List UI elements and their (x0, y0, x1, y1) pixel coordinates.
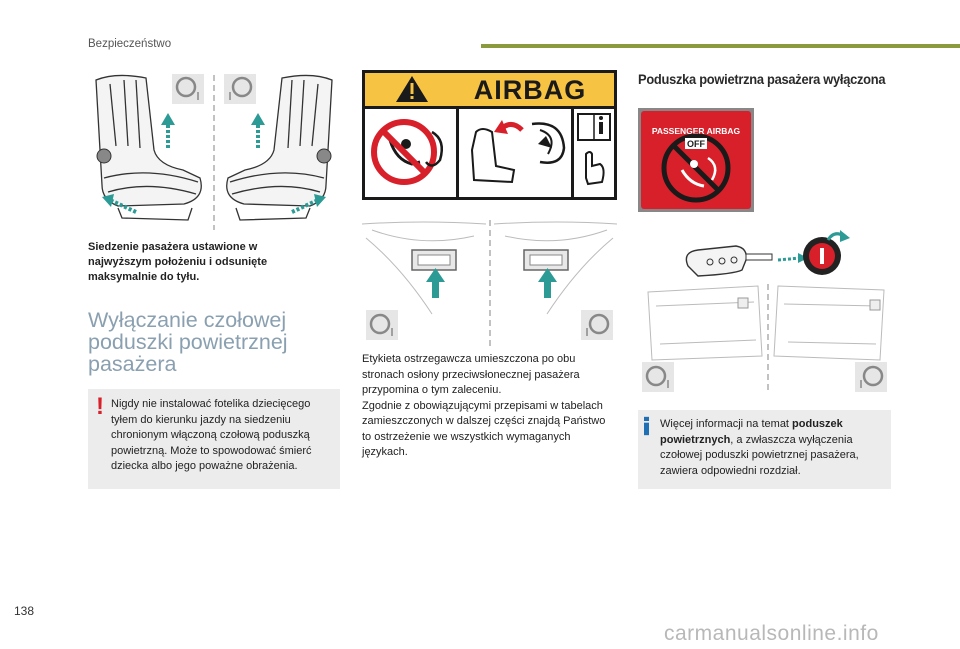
indicator-off-label: OFF (687, 139, 705, 149)
no-child-seat-icon (371, 119, 443, 185)
info-box (638, 410, 891, 489)
steering-wheel-icon (224, 74, 256, 104)
warning-box (88, 389, 340, 489)
key-switch-illustration (642, 230, 887, 392)
steering-wheel-icon (172, 74, 204, 104)
section-heading: Wyłączanie czołowej poduszki powietrznej… (88, 308, 288, 376)
label-description: Etykieta ostrzegawcza umieszczona po obu… (362, 353, 606, 458)
airbag-warning-label: AIRBAG (362, 70, 617, 200)
section-label: Bezpieczeństwo (88, 38, 172, 50)
info-suffix: , a zwłaszcza wyłączenia czołowej podusz… (660, 433, 859, 477)
seat-illustration (95, 74, 333, 230)
header-rule (481, 44, 960, 48)
info-text: Więcej informacji na temat poduszek powi… (660, 417, 885, 479)
page-number: 138 (14, 604, 35, 618)
exclamation-icon: ! (96, 393, 104, 420)
car-key-icon (685, 245, 773, 277)
steering-wheel-icon (855, 362, 887, 392)
airbag-title: AIRBAG (474, 75, 587, 105)
steering-wheel-icon (581, 310, 613, 340)
warning-text: Nigdy nie instalować fotelika dziecięceg… (111, 398, 312, 472)
warning-triangle-icon (396, 76, 428, 102)
indicator-label: PASSENGER AIRBAG (652, 126, 741, 136)
seat-caption: Siedzenie pasażera ustawione w najwyższy… (88, 241, 268, 283)
sun-visor-illustration (361, 220, 618, 346)
steering-wheel-icon (366, 310, 398, 340)
info-bold: poduszek powietrznych (660, 418, 843, 446)
info-icon (644, 416, 649, 436)
manual-book-icon (577, 113, 611, 186)
watermark: carmanualsonline.info (664, 622, 879, 645)
airbag-deploy-icon (470, 120, 566, 184)
info-prefix: Więcej informacji na temat (660, 418, 793, 430)
steering-wheel-icon (642, 362, 674, 392)
airbag-switch-icon (803, 237, 841, 275)
right-heading: Poduszka powietrzna pasażera wyłączona (638, 71, 886, 87)
passenger-airbag-off-indicator: PASSENGER AIRBAG OFF (638, 108, 754, 212)
